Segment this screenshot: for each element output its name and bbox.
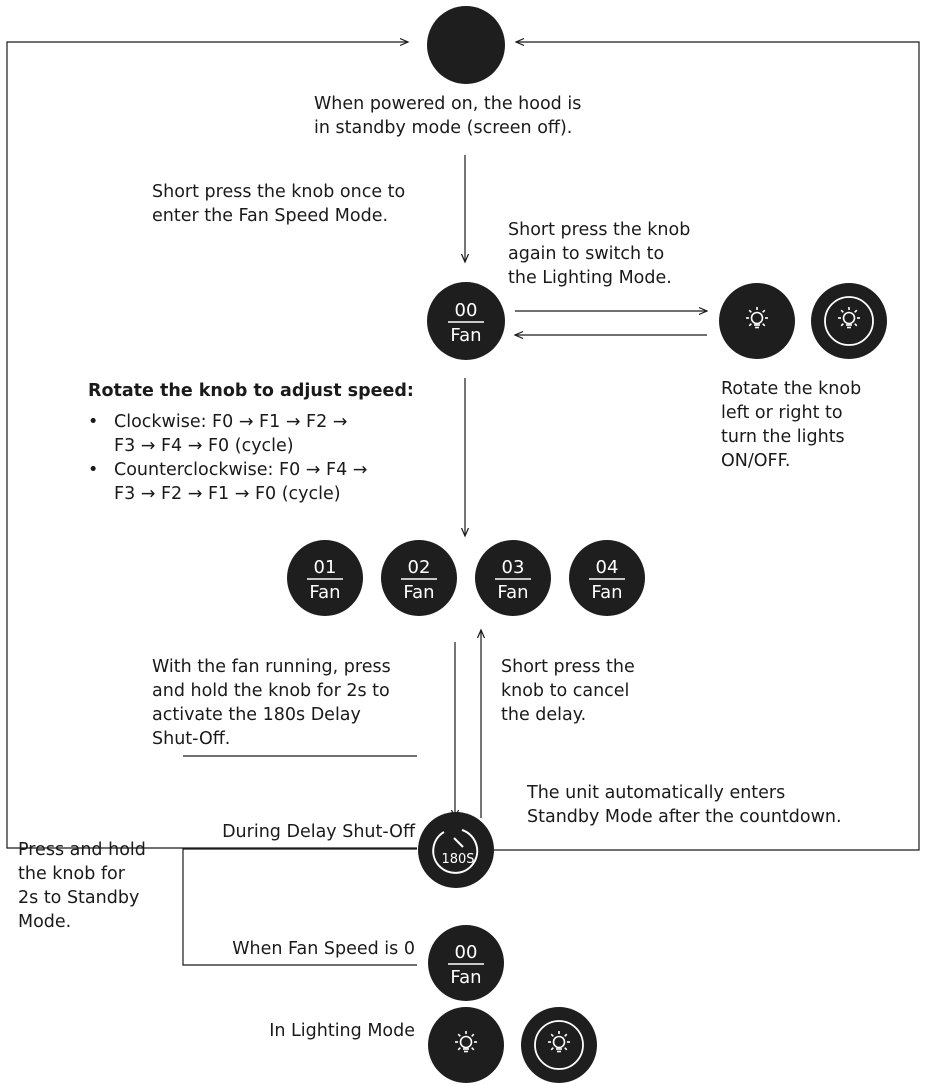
fan-zero-word: Fan	[450, 967, 481, 988]
lights-rotate-line-1: Rotate the knob	[721, 379, 862, 399]
hold-standby-line-4: Mode.	[18, 912, 72, 932]
short-press-once-text: Short press the knob once to enter the F…	[152, 180, 405, 228]
fan-level-label: 00	[455, 300, 478, 321]
fan-level-number: 02	[408, 557, 431, 578]
bottom-light-off-knob	[428, 1007, 504, 1083]
cancel-delay-line-2: knob to cancel	[501, 681, 630, 701]
fan-level-word: Fan	[591, 582, 622, 603]
fan-level-word: Fan	[403, 582, 434, 603]
in-lighting-label: In Lighting Mode	[269, 1021, 415, 1041]
fan-level-number: 03	[502, 557, 525, 578]
short-press-again-text: Short press the knob again to switch to …	[508, 218, 690, 290]
short-press-once-line-2: enter the Fan Speed Mode.	[152, 206, 389, 226]
light-off-knob	[719, 283, 795, 359]
clockwise-line-1: Clockwise: F0 → F1 → F2 →	[114, 412, 348, 432]
cancel-delay-line-1: Short press the	[501, 657, 635, 677]
delay-activate-line-1: With the fan running, press	[152, 657, 391, 677]
delay-activate-line-2: and hold the knob for 2s to	[152, 681, 390, 701]
fan-zero-level: 00	[455, 942, 478, 963]
hold-standby-line-1: Press and hold	[18, 840, 146, 860]
hold-standby-bracket	[6, 757, 417, 849]
fan-level-word: Fan	[309, 582, 340, 603]
lights-rotate-line-4: ON/OFF.	[721, 451, 791, 471]
cancel-delay-line-3: the delay.	[501, 705, 587, 725]
standby-line-1: When powered on, the hood is	[314, 94, 582, 114]
hold-standby-line-3: 2s to Standby	[18, 888, 140, 908]
counterclockwise-line-2: F3 → F2 → F1 → F0 (cycle)	[114, 484, 341, 504]
delay-activate-line-3: activate the 180s Delay	[152, 705, 361, 725]
during-delay-label: During Delay Shut-Off	[222, 822, 415, 842]
delay-timer-knob: 180S	[418, 812, 494, 888]
counterclockwise-line-1: Counterclockwise: F0 → F4 →	[114, 460, 368, 480]
timer-label: 180S	[441, 852, 474, 867]
rotate-clockwise-item: Clockwise: F0 → F1 → F2 → F3 → F4 → F0 (…	[88, 410, 414, 458]
auto-standby-line-2: Standby Mode after the countdown.	[527, 807, 842, 827]
fan-mode-knob: 00 Fan	[427, 282, 505, 360]
rotate-counterclockwise-item: Counterclockwise: F0 → F4 → F3 → F2 → F1…	[88, 458, 414, 506]
standby-loop-right-line	[494, 42, 920, 851]
standby-description: When powered on, the hood is in standby …	[314, 92, 581, 140]
bracket-left-vertical	[182, 848, 417, 966]
hold-standby-text: Press and hold the knob for 2s to Standb…	[18, 838, 146, 934]
clockwise-line-2: F3 → F4 → F0 (cycle)	[114, 436, 294, 456]
standby-loop-left-line	[6, 42, 408, 757]
hold-standby-line-2: the knob for	[18, 864, 125, 884]
standby-line-2: in standby mode (screen off).	[314, 118, 573, 138]
lights-rotate-text: Rotate the knob left or right to turn th…	[721, 377, 861, 473]
standby-knob	[427, 6, 505, 84]
fan-level-number: 04	[596, 557, 619, 578]
fan-zero-knob: 00 Fan	[428, 925, 504, 1001]
fan-level-word: Fan	[497, 582, 528, 603]
delay-activate-line-4: Shut-Off.	[152, 729, 231, 749]
fan-speed-zero-label: When Fan Speed is 0	[232, 939, 415, 959]
short-press-again-line-3: the Lighting Mode.	[508, 268, 672, 288]
short-press-again-line-2: again to switch to	[508, 244, 665, 264]
auto-standby-text: The unit automatically enters Standby Mo…	[527, 781, 842, 829]
rotate-speed-title: Rotate the knob to adjust speed:	[88, 381, 414, 401]
lights-rotate-line-2: left or right to	[721, 403, 843, 423]
fan-level-number: 01	[314, 557, 337, 578]
short-press-once-line-1: Short press the knob once to	[152, 182, 406, 202]
lights-rotate-line-3: turn the lights	[721, 427, 845, 447]
fan-word: Fan	[450, 325, 481, 346]
light-on-knob	[811, 283, 887, 359]
auto-standby-line-1: The unit automatically enters	[527, 783, 786, 803]
delay-activate-text: With the fan running, press and hold the…	[152, 655, 391, 751]
rotate-speed-list: Clockwise: F0 → F1 → F2 → F3 → F4 → F0 (…	[88, 410, 414, 506]
short-press-again-line-1: Short press the knob	[508, 220, 691, 240]
rotate-speed-block: Rotate the knob to adjust speed: Clockwi…	[88, 379, 414, 506]
bottom-light-on-knob	[521, 1007, 597, 1083]
connector-lines	[6, 42, 920, 966]
cancel-delay-text: Short press the knob to cancel the delay…	[501, 655, 635, 727]
